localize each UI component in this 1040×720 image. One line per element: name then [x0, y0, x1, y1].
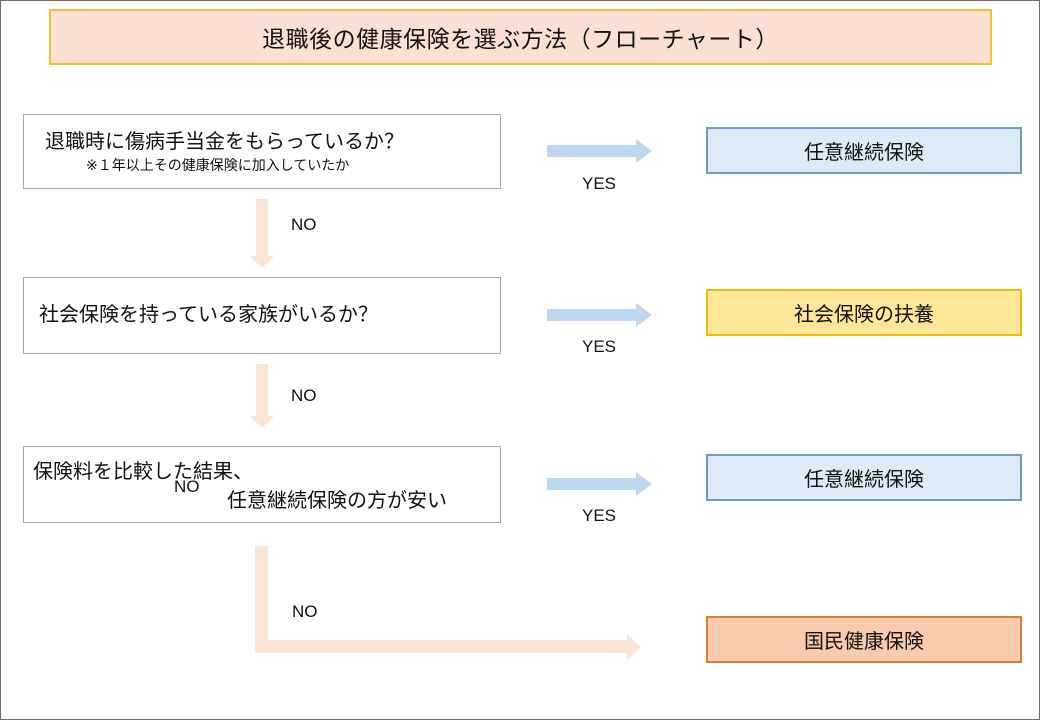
result-box-3: 任意継続保険: [706, 454, 1022, 501]
question-box-2: 社会保険を持っている家族がいるか？: [23, 277, 501, 354]
yes-arrow-1: [547, 139, 652, 163]
no-label-2: NO: [291, 386, 317, 405]
yes-arrow-2: [547, 303, 652, 327]
result-4-label: 国民健康保険: [804, 629, 924, 653]
no-label-4: NO: [292, 602, 318, 621]
no-label-3: NO: [174, 477, 200, 496]
result-box-2: 社会保険の扶養: [706, 289, 1022, 336]
yes-arrow-3: [547, 472, 652, 496]
question-3-line1: 保険料を比較した結果、: [33, 459, 253, 483]
result-1-label: 任意継続保険: [804, 140, 924, 164]
question-1-note: ※１年以上その健康保険に加入していたか: [86, 158, 350, 174]
question-1-text: 退職時に傷病手当金をもらっているか？: [45, 129, 404, 153]
flowchart-title: 退職後の健康保険を選ぶ方法（フローチャート）: [49, 9, 992, 65]
question-box-1: 退職時に傷病手当金をもらっているか？ ※１年以上その健康保険に加入していたか: [23, 114, 501, 189]
result-box-1: 任意継続保険: [706, 127, 1022, 174]
result-3-label: 任意継続保険: [804, 467, 924, 491]
result-box-4: 国民健康保険: [706, 616, 1022, 663]
question-3-line2: 任意継続保険の方が安い: [227, 488, 447, 512]
result-2-label: 社会保険の扶養: [794, 302, 934, 326]
no-arrow-2: [250, 364, 274, 428]
yes-label-3: YES: [582, 506, 617, 525]
question-2-text: 社会保険を持っている家族がいるか？: [39, 302, 378, 326]
yes-label-2: YES: [582, 337, 617, 356]
no-label-1: NO: [291, 215, 317, 234]
yes-label-1: YES: [582, 174, 617, 193]
no-arrow-1: [250, 199, 274, 268]
flowchart-title-text: 退職後の健康保険を選ぶ方法（フローチャート）: [262, 27, 779, 53]
question-box-3: 保険料を比較した結果、 任意継続保険の方が安い: [23, 446, 501, 523]
no-arrow-3-bent: [255, 546, 641, 660]
